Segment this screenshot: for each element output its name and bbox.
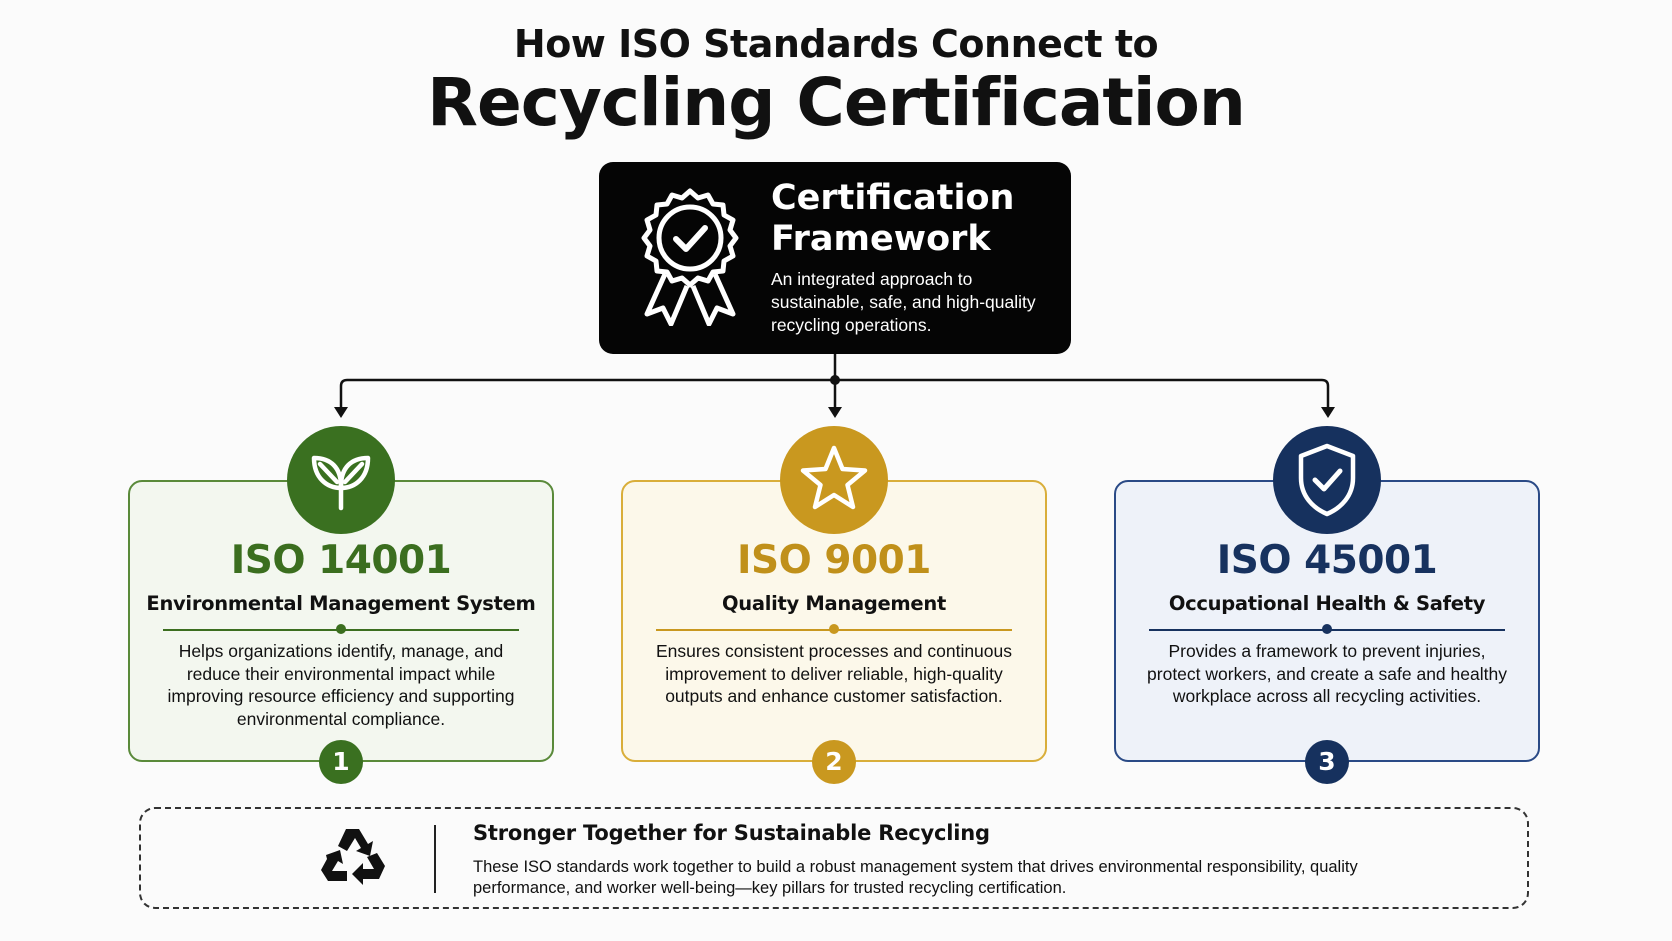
summary-title: Stronger Together for Sustainable Recycl… — [473, 821, 990, 845]
standard-description: Helps organizations identify, manage, an… — [167, 641, 515, 729]
iso-14001-card: ISO 14001 Environmental Management Syste… — [128, 480, 554, 762]
arrow-head-center — [828, 407, 842, 418]
leaf-sprout-icon — [311, 455, 371, 511]
standard-code: ISO 45001 — [1216, 538, 1438, 583]
title-line-1: How ISO Standards Connect to — [513, 22, 1159, 66]
arrow-head-right — [1321, 407, 1335, 418]
step-badge: 2 — [812, 740, 856, 784]
step-badge: 3 — [1305, 740, 1349, 784]
vertical-separator — [434, 825, 436, 893]
standard-description: Provides a framework to prevent injuries… — [1147, 641, 1507, 706]
standard-code: ISO 9001 — [737, 538, 931, 583]
page-title: Recycling Certification — [427, 64, 1246, 141]
summary-description: These ISO standards work together to bui… — [473, 858, 1358, 897]
iso-45001-card: ISO 45001 Occupational Health & Safety P… — [1114, 480, 1540, 762]
recycle-icon — [321, 829, 385, 885]
standard-name: Quality Management — [722, 592, 946, 615]
standard-name: Occupational Health & Safety — [1168, 592, 1486, 615]
standard-code: ISO 14001 — [230, 538, 452, 583]
award-ribbon-checkmark-icon — [641, 188, 739, 326]
summary-box: Stronger Together for Sustainable Recycl… — [139, 807, 1529, 909]
standard-description: Ensures consistent processes and continu… — [655, 641, 1013, 706]
iso-14001-icon-circle — [287, 426, 395, 534]
step-badge: 1 — [319, 740, 363, 784]
shield-check-icon — [1298, 443, 1356, 517]
divider-dot — [829, 624, 839, 634]
iso-45001-icon-circle — [1273, 426, 1381, 534]
divider-dot — [1322, 624, 1332, 634]
star-icon — [800, 445, 868, 510]
standard-name: Environmental Management System — [146, 592, 536, 615]
iso-9001-icon-circle — [780, 426, 888, 534]
framework-description: An integrated approach to sustainable, s… — [771, 269, 1036, 335]
arrow-head-left — [334, 407, 348, 418]
framework-title: Certification Framework — [771, 178, 1015, 259]
divider-dot — [336, 624, 346, 634]
certification-framework-box: Certification Framework An integrated ap… — [599, 162, 1071, 354]
